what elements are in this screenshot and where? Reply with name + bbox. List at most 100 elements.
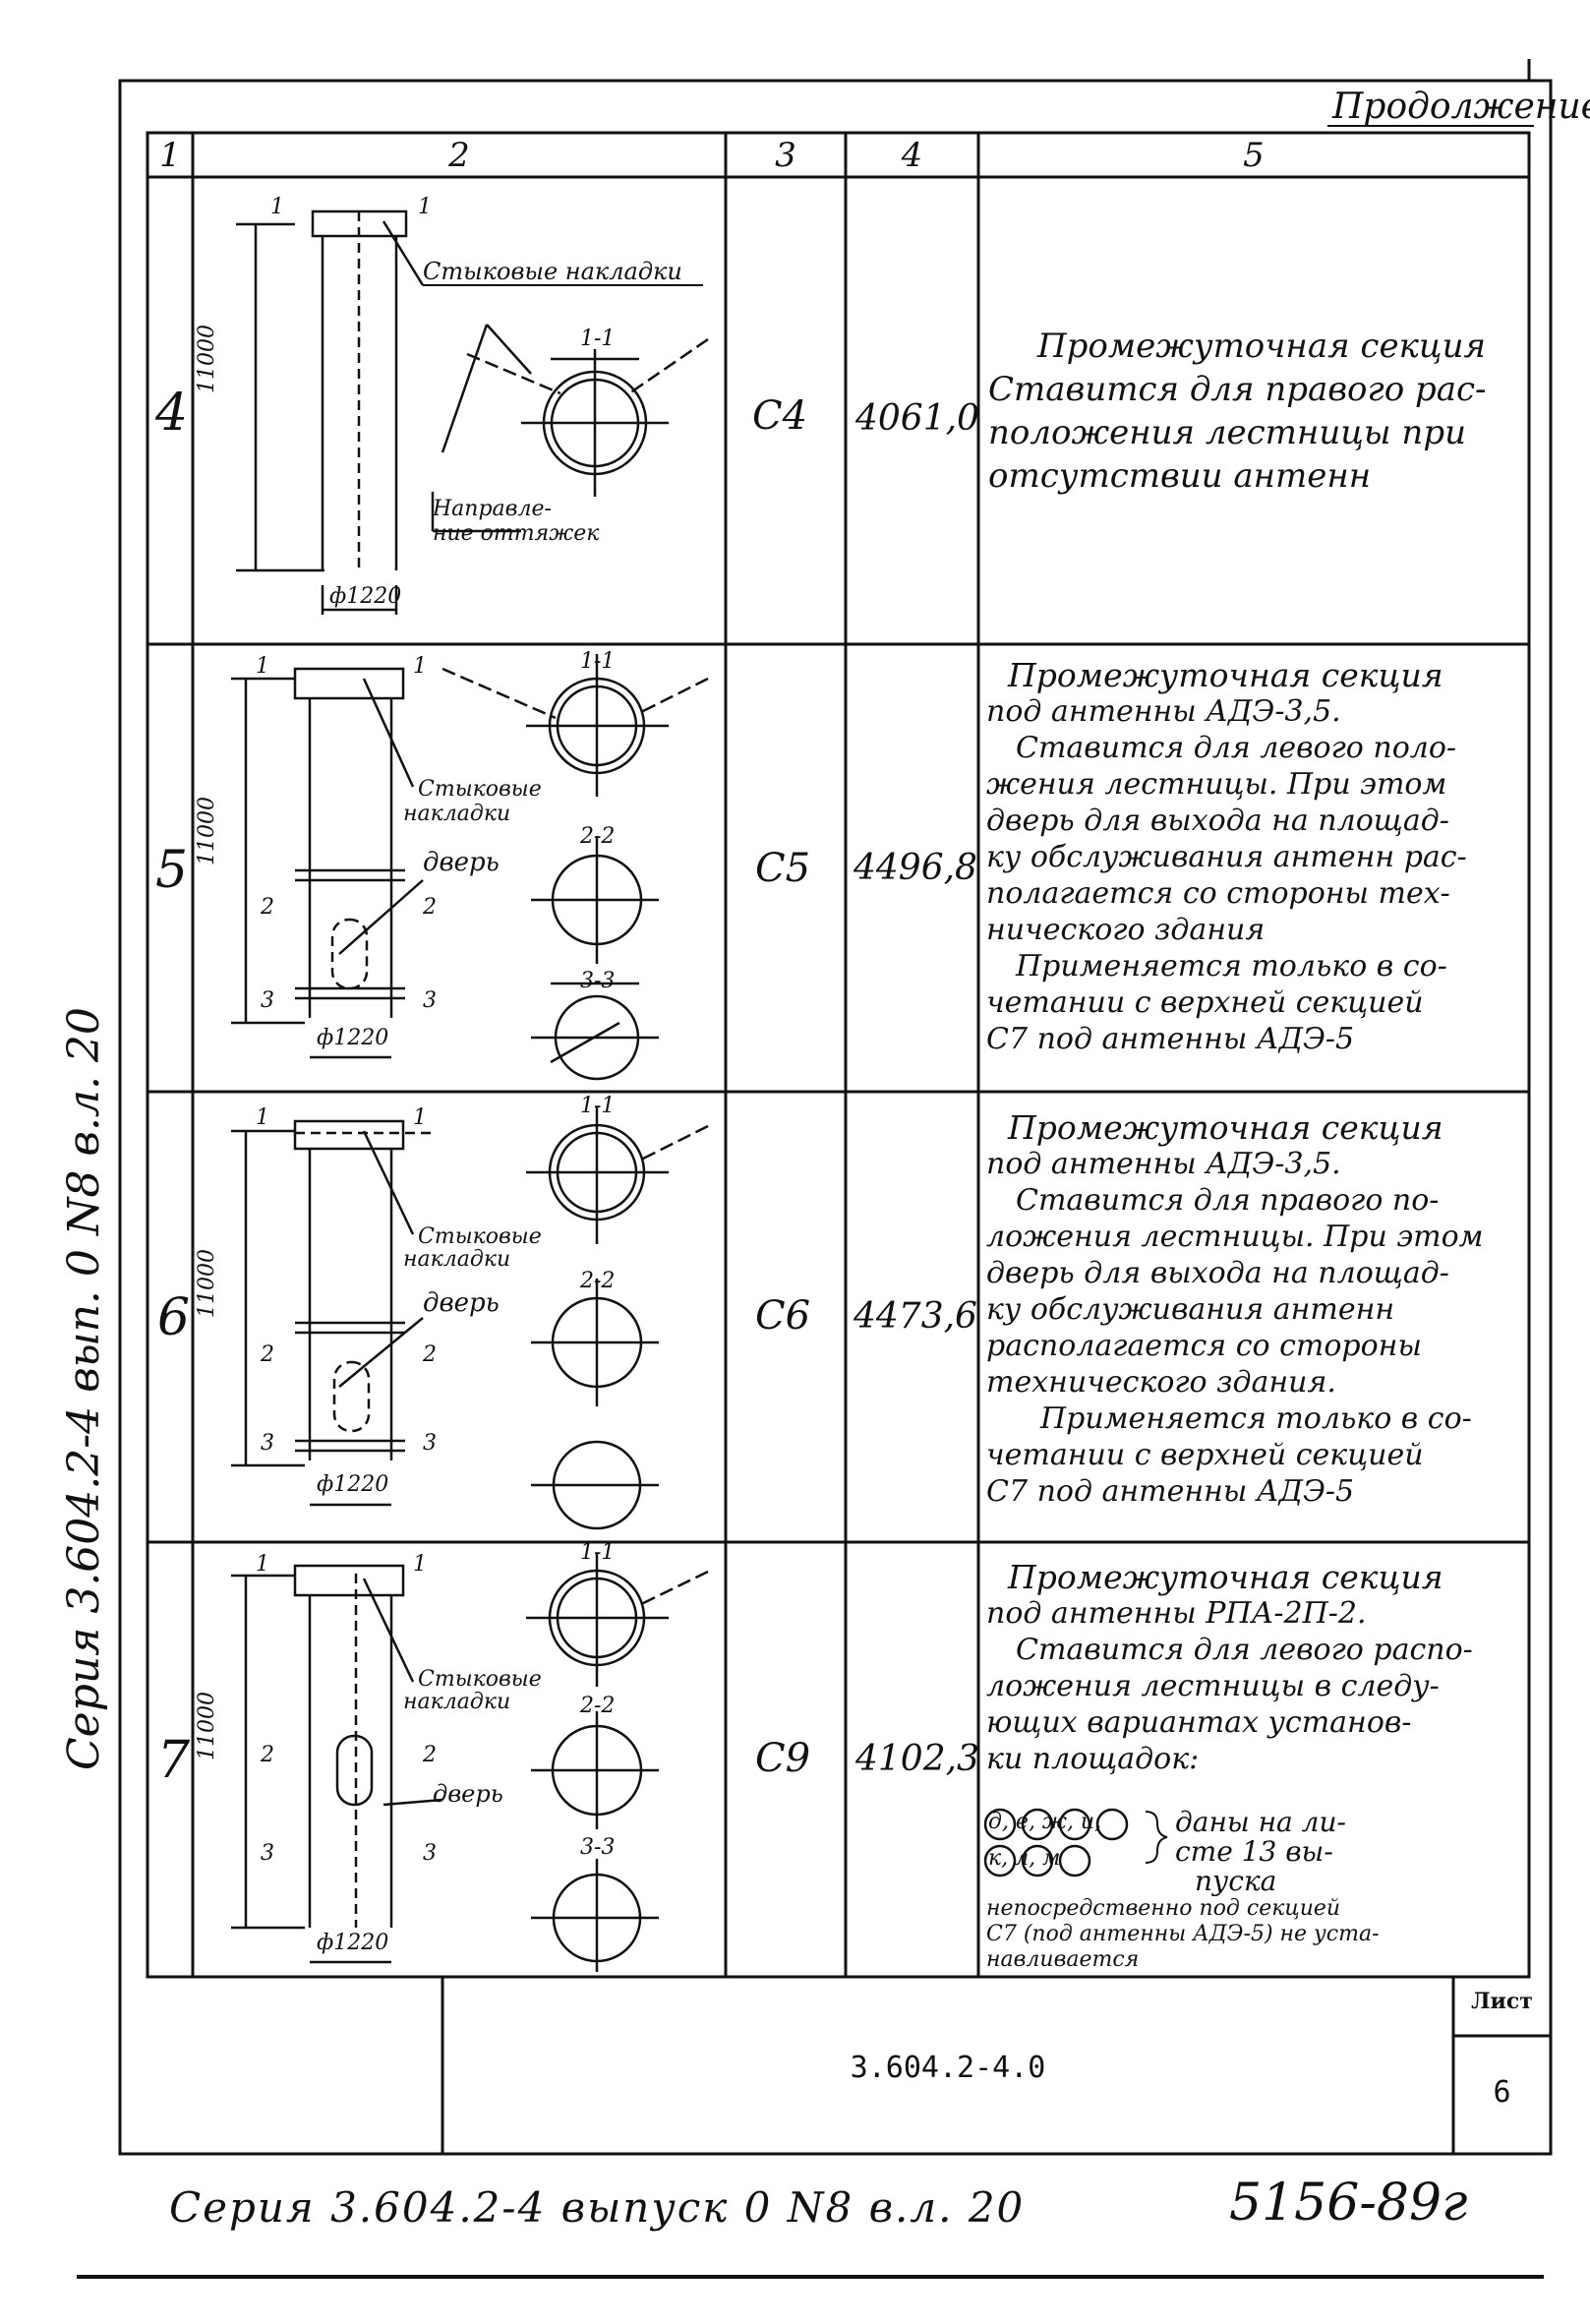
desc-line: ку обслуживания антенн рас- xyxy=(986,840,1467,874)
label-section-2-2: 2-2 xyxy=(580,824,616,849)
mark-2-right: 2 xyxy=(423,1342,437,1367)
section-c6-drawing xyxy=(231,1106,709,1530)
doc-number: 3.604.2-4.0 xyxy=(850,2051,1046,2085)
desc-line: четании с верхней секцией xyxy=(986,985,1424,1020)
mark-1-right: 1 xyxy=(418,195,432,219)
desc-line: полагается со стороны тех- xyxy=(986,876,1450,911)
continuation-label: Продолжение xyxy=(1332,87,1590,127)
section-mass: 4061,0 xyxy=(855,398,979,439)
label-height: 11000 xyxy=(195,1692,219,1760)
col-header-4: 4 xyxy=(901,136,923,175)
desc-line: Промежуточная секция xyxy=(1008,1558,1443,1596)
mark-3-left: 3 xyxy=(261,1841,274,1866)
label-section-1-1: 1-1 xyxy=(580,1540,616,1565)
label-section-3-3: 3-3 xyxy=(580,1835,616,1860)
desc-line: под антенны РПА-2П-2. xyxy=(986,1596,1367,1631)
label-diameter: ф1220 xyxy=(317,1931,389,1955)
mark-3-right: 3 xyxy=(423,1431,437,1456)
mark-2-left: 2 xyxy=(261,1743,274,1767)
desc-line: под антенны АДЭ-3,5. xyxy=(986,1147,1341,1181)
margin-series-note: Серия 3.604.2-4 вып. 0 N8 в.л. 20 xyxy=(59,1007,109,1770)
label-diameter: ф1220 xyxy=(317,1026,389,1050)
desc-line: непосредственно под секцией xyxy=(986,1896,1341,1921)
sheet-frame xyxy=(118,79,1553,2156)
col-header-3: 3 xyxy=(775,136,796,175)
section-c9-drawing xyxy=(231,1554,1168,1972)
mark-1-left: 1 xyxy=(256,1552,269,1577)
section-code: С5 xyxy=(755,846,811,891)
sheet-number: 6 xyxy=(1493,2075,1511,2110)
row-number: 6 xyxy=(157,1288,191,1347)
mark-3-right: 3 xyxy=(423,1841,437,1866)
footer-series: Серия 3.604.2-4 выпуск 0 N8 в.л. 20 xyxy=(169,2183,1026,2232)
desc-line: С7 (под антенны АДЭ-5) не уста- xyxy=(986,1922,1380,1946)
desc-line: С7 под антенны АДЭ-5 xyxy=(986,1474,1355,1509)
desc-line: ложения лестницы. При этом xyxy=(986,1220,1484,1254)
label-door: дверь xyxy=(423,848,500,877)
desc-line: ющих вариантах установ- xyxy=(986,1705,1412,1740)
variants-note: даны на ли- сте 13 вы- пуска xyxy=(1175,1808,1346,1896)
desc-line: отсутствии антенн xyxy=(988,456,1372,496)
mark-1-right: 1 xyxy=(413,1552,427,1577)
desc-line: ку обслуживания антенн xyxy=(986,1292,1395,1327)
label-height: 11000 xyxy=(195,325,219,393)
desc-line: Промежуточная секция xyxy=(1008,1108,1443,1147)
label-section-1-1: 1-1 xyxy=(580,1094,616,1118)
mark-1-right: 1 xyxy=(413,1105,427,1130)
desc-line: нического здания xyxy=(986,913,1266,947)
mark-1-left: 1 xyxy=(256,1105,269,1130)
desc-line: Ставится для левого поло- xyxy=(1016,731,1457,765)
label-section-2-2: 2-2 xyxy=(580,1269,616,1293)
mark-1-left: 1 xyxy=(270,195,284,219)
label-splice-plates-1: Стыковые xyxy=(418,1667,542,1692)
note-line: даны на ли- xyxy=(1175,1806,1346,1838)
label-diameter: ф1220 xyxy=(329,584,402,609)
label-splice-plates-1: Стыковые xyxy=(418,1224,542,1249)
section-code: С4 xyxy=(752,393,808,439)
label-section-1-1: 1-1 xyxy=(580,327,616,351)
label-splice-plates-2: накладки xyxy=(403,1690,511,1714)
desc-line: положения лестницы при xyxy=(988,413,1466,452)
section-c4-drawing xyxy=(236,209,709,615)
section-mass: 4496,8 xyxy=(854,848,977,888)
desc-line: С7 под антенны АДЭ-5 xyxy=(986,1022,1355,1056)
desc-line: располагается со стороны xyxy=(986,1329,1422,1363)
desc-line: навливается xyxy=(986,1947,1140,1972)
variant-marks-1: д, е, ж, и, xyxy=(988,1810,1102,1834)
col-header-2: 2 xyxy=(448,136,470,175)
label-splice-plates-1: Стыковые xyxy=(418,777,542,802)
row-number: 5 xyxy=(155,841,189,900)
label-height: 11000 xyxy=(195,1249,219,1318)
desc-line: дверь для выхода на площад- xyxy=(986,804,1449,838)
mark-1-right: 1 xyxy=(413,654,427,679)
label-section-2-2: 2-2 xyxy=(580,1694,616,1718)
mark-3-left: 3 xyxy=(261,988,274,1013)
label-section-1-1: 1-1 xyxy=(580,649,616,674)
desc-line: ки площадок: xyxy=(986,1742,1200,1776)
mark-2-right: 2 xyxy=(423,895,437,920)
row-number: 4 xyxy=(155,384,189,443)
section-description: Промежуточная секция под антенны АДЭ-3,5… xyxy=(986,657,1467,1057)
col-header-5: 5 xyxy=(1243,136,1265,175)
mark-3-left: 3 xyxy=(261,1431,274,1456)
label-splice-plates-2: накладки xyxy=(403,1247,511,1272)
desc-line: под антенны АДЭ-3,5. xyxy=(986,694,1341,729)
desc-line: технического здания. xyxy=(986,1365,1336,1400)
section-mass: 4473,6 xyxy=(854,1296,977,1337)
section-code: С6 xyxy=(755,1293,811,1339)
label-guy-direction-1: Направле- xyxy=(433,497,552,521)
desc-line: Промежуточная секция xyxy=(1008,656,1443,694)
desc-line: жения лестницы. При этом xyxy=(986,767,1447,802)
row-number: 7 xyxy=(157,1731,191,1790)
desc-line: Ставится для правого рас- xyxy=(988,370,1487,409)
desc-line: ложения лестницы в следу- xyxy=(986,1669,1440,1703)
desc-line: Применяется только в со- xyxy=(1040,1401,1472,1436)
desc-line: Промежуточная секция xyxy=(1037,327,1487,366)
mark-1-left: 1 xyxy=(256,654,269,679)
mark-2-left: 2 xyxy=(261,1342,274,1367)
sheet-label: Лист xyxy=(1471,1989,1533,2014)
section-description-tail: непосредственно под секцией С7 (под анте… xyxy=(986,1896,1380,1973)
label-section-3-3: 3-3 xyxy=(580,969,616,993)
mark-2-left: 2 xyxy=(261,895,274,920)
